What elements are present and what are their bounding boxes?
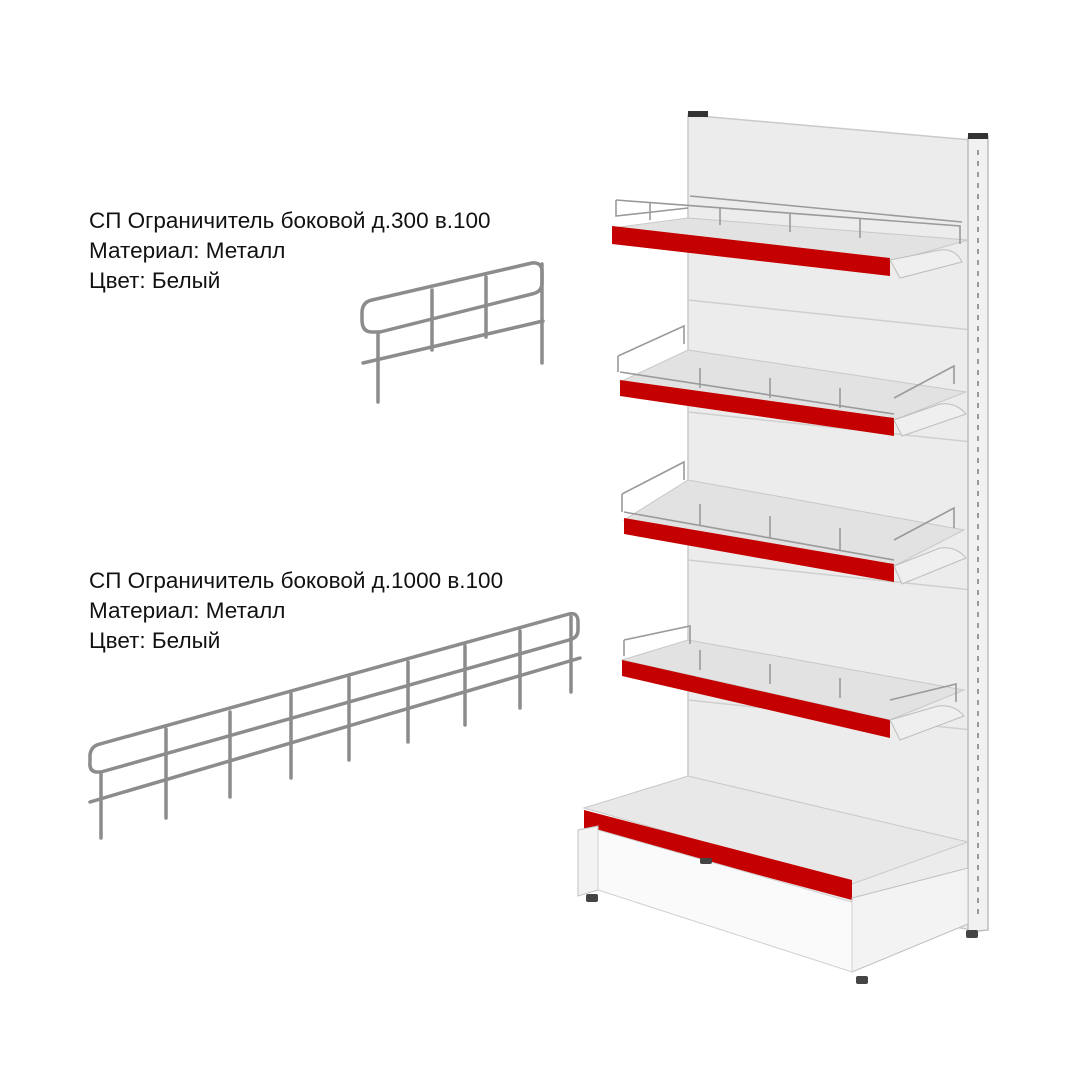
shelving-unit-image bbox=[577, 111, 989, 984]
product-material: Материал: Металл bbox=[89, 238, 286, 263]
short-side-limiter-image bbox=[360, 261, 545, 404]
product-spec-short: СП Ограничитель боковой д.300 в.100 Мате… bbox=[89, 206, 491, 296]
product-spec-long: СП Ограничитель боковой д.1000 в.100 Мат… bbox=[89, 566, 503, 656]
product-color: Цвет: Белый bbox=[89, 268, 221, 293]
long-side-limiter-image bbox=[88, 611, 582, 840]
product-name: СП Ограничитель боковой д.300 в.100 bbox=[89, 208, 491, 233]
product-name: СП Ограничитель боковой д.1000 в.100 bbox=[89, 568, 504, 593]
product-color: Цвет: Белый bbox=[89, 628, 221, 653]
product-material: Материал: Металл bbox=[89, 598, 286, 623]
